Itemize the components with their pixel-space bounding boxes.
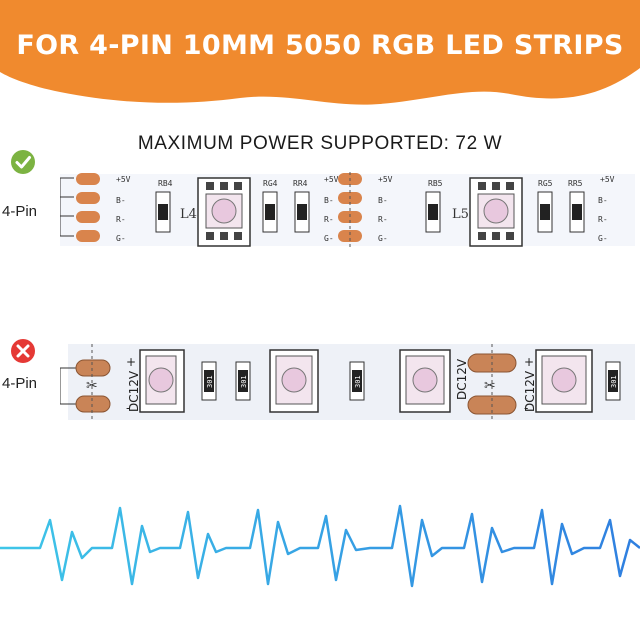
pin-label-r: R- [378, 215, 388, 224]
pin-count-label-ok: 4-Pin [2, 203, 38, 220]
pin-label-b: B- [116, 196, 126, 205]
banner-shape [0, 0, 640, 105]
pulse-wave-graphic [0, 504, 640, 588]
pin-count-label-bad: 4-Pin [2, 375, 38, 392]
check-circle-icon [11, 150, 35, 174]
led-chip [269, 349, 319, 413]
banner-title: FOR 4-PIN 10MM 5050 RGB LED STRIPS [16, 30, 624, 61]
resistor-label: RR5 [568, 179, 583, 188]
plus-label: + [524, 355, 534, 369]
minus-label: - [524, 401, 528, 415]
led-label: L5 [452, 207, 469, 222]
pin-label-g: G- [324, 234, 334, 243]
pin-label-r: R- [116, 215, 126, 224]
led-chip [469, 177, 523, 247]
led-chip [197, 177, 251, 247]
pin-label-r: R- [324, 215, 334, 224]
pin-label-b: B- [598, 196, 608, 205]
resistor-code: 301 [610, 375, 618, 388]
pin-label-b: B- [378, 196, 388, 205]
resistor-label: RB4 [158, 179, 173, 188]
scissors-icon: ✂ [86, 378, 98, 394]
voltage-label: DC12V [455, 358, 469, 400]
power-pin-label: +5V [116, 175, 131, 184]
power-pin-label: +5V [324, 175, 339, 184]
pin-label-r: R- [598, 215, 608, 224]
header-banner: FOR 4-PIN 10MM 5050 RGB LED STRIPS [0, 0, 640, 110]
resistor-code: 301 [354, 375, 362, 388]
power-subtitle: MAXIMUM POWER SUPPORTED: 72 W [137, 133, 503, 154]
led-label: L4 [180, 207, 197, 222]
led-chip [535, 349, 593, 413]
led-strip-incompatible: ✂ + - DC12V 301 301 301 DC12V ✂ + - [60, 344, 635, 420]
resistor-code: 301 [240, 375, 248, 388]
resistor-code: 301 [206, 375, 214, 388]
voltage-label: DC12V [127, 370, 141, 412]
led-chip [399, 349, 451, 413]
led-chip [139, 349, 185, 413]
resistor-label: RG5 [538, 179, 553, 188]
resistor-label: RB5 [428, 179, 443, 188]
resistor-label: RR4 [293, 179, 308, 188]
pin-label-g: G- [378, 234, 388, 243]
pin-label-g: G- [598, 234, 608, 243]
pin-label-g: G- [116, 234, 126, 243]
led-strip-compatible: +5V B- R- G- RB4 RG4 RR4 +5V B- R- G- +5… [60, 172, 635, 248]
minus-label: - [126, 401, 130, 415]
resistor-label: RG4 [263, 179, 278, 188]
power-pin-label: +5V [378, 175, 393, 184]
pin-label-b: B- [324, 196, 334, 205]
voltage-label: DC12V [523, 370, 537, 412]
plus-label: + [126, 355, 136, 369]
power-pin-label: +5V [600, 175, 615, 184]
x-circle-icon [11, 339, 35, 363]
scissors-icon: ✂ [484, 378, 496, 394]
